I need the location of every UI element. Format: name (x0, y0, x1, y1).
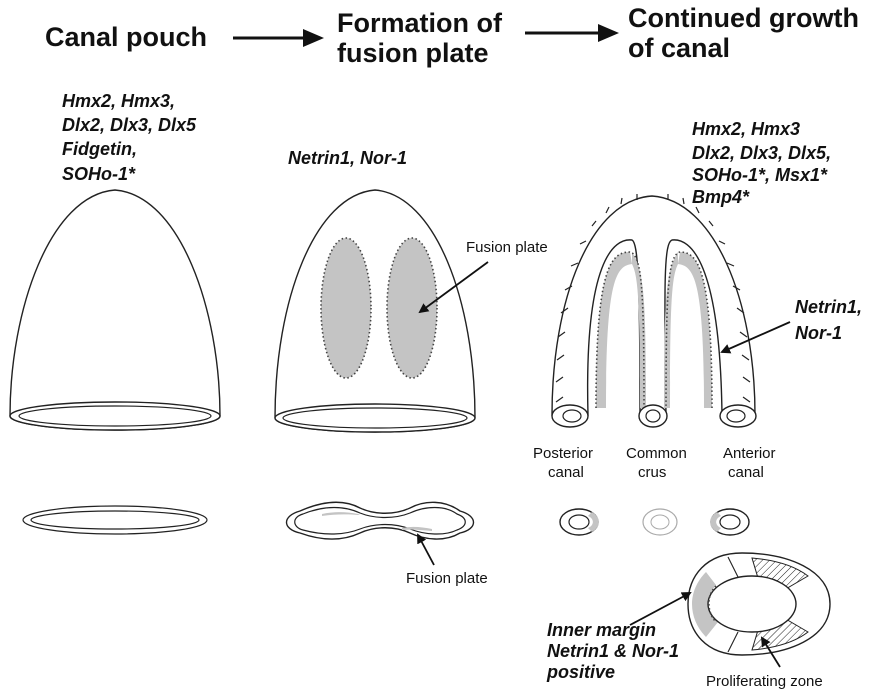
common-crus-label: Common crus (626, 445, 691, 481)
canal-pouch-cross-section (23, 506, 207, 534)
stage-arrow-1 (233, 29, 324, 47)
gene-list-continued-growth: Hmx2, Hmx3 Dlx2, Dlx3, Dlx5, SOHo-1*, Ms… (692, 119, 836, 207)
stage-title-canal-pouch: Canal pouch (45, 22, 207, 52)
fusion-plate-region-right (387, 238, 437, 378)
gene-list-canal-pouch: Hmx2, Hmx3, Dlx2, Dlx3, Dlx5 Fidgetin, S… (62, 91, 201, 184)
stage-arrow-2 (525, 24, 619, 42)
fusion-plate-label-top: Fusion plate (466, 239, 548, 256)
fusion-plate-region-left (321, 238, 371, 378)
common-crus-cross-section (643, 509, 677, 535)
fusion-plate-label-bottom: Fusion plate (406, 570, 488, 587)
stage-title-continued-growth: Continued growth of canal (628, 3, 866, 63)
gene-list-fusion-plate: Netrin1, Nor-1 (288, 148, 407, 168)
inner-margin-label: Inner margin Netrin1 & Nor-1 positive (546, 620, 684, 682)
proliferating-zone-label: Proliferating zone (706, 673, 823, 690)
anterior-canal-label: Anterior canal (723, 445, 780, 481)
canal-pouch-dome (10, 190, 220, 430)
posterior-canal-cross-section (560, 509, 599, 535)
enlarged-canal-cross-section (688, 553, 830, 655)
anterior-canal-cross-section (710, 509, 749, 535)
fusion-plate-cross-section (287, 502, 474, 539)
gene-label-netrin-side: Netrin1, Nor-1 (795, 297, 867, 343)
canal-arch (552, 194, 756, 427)
stage-title-fusion-plate: Formation of fusion plate (337, 8, 510, 68)
fusion-plate-dome (275, 190, 475, 432)
posterior-canal-label: Posterior canal (533, 445, 597, 481)
